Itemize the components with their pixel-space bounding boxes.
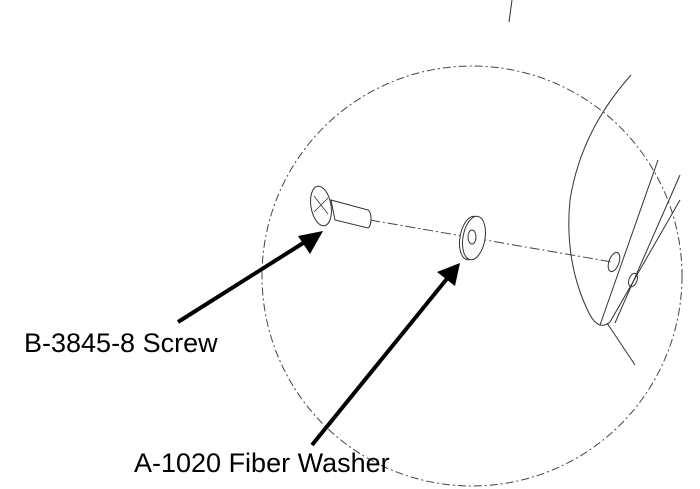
screw-callout-arrow [176,231,323,324]
screw-part-label: B-3845-8 Screw [24,328,218,358]
screw-part [310,185,372,229]
assembly-axis-line [369,219,613,263]
detail-circle [261,65,683,487]
washer-callout-arrow [310,263,460,447]
plate-part [568,74,681,366]
detail-leader-line [508,0,513,23]
washer-part [459,215,486,261]
washer-part-label: A-1020 Fiber Washer [134,448,390,478]
